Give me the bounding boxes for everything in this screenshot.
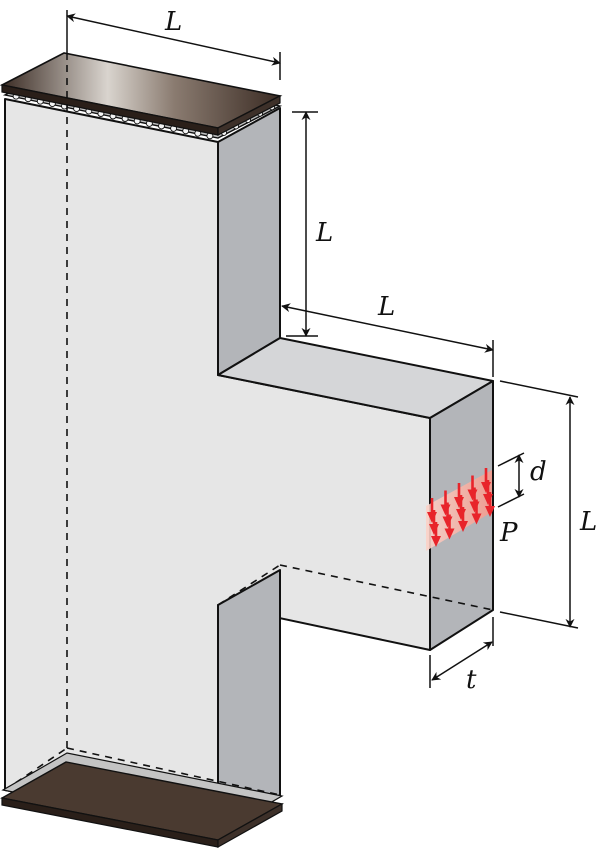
label-arm-length: L [377,292,395,322]
dim-t-line [431,641,493,681]
load-arrows-icon [427,468,495,547]
load-arrow-head [458,521,468,532]
upper-column-side-face [217,107,281,376]
distributed-load [426,468,495,551]
top-support [0,52,283,140]
hidden-edge-arm-underside-back [279,564,494,611]
label-load: P [499,518,518,548]
bottom-support [0,752,285,849]
load-arrow-head [444,528,455,540]
bottom-support-plate-side [217,802,283,849]
load-arrow-head [485,506,495,517]
label-plate-width: L [164,7,182,37]
label-upper-height: L [315,218,333,248]
dim-right-ext-top [499,380,579,398]
dim-arm-line [281,303,494,353]
load-arrow-head [431,536,441,547]
top-support-plate-side [217,95,281,136]
dim-top-line [66,13,281,66]
hidden-edges [4,65,494,796]
t-body [4,65,494,833]
dim-d-ext-top [497,452,525,467]
label-load-width: d [530,457,547,487]
hidden-edge-bottom-back [66,747,281,796]
dimensions [66,10,579,688]
label-arm-height: L [579,507,597,537]
dim-right-ext-bottom [499,611,579,629]
load-arrow-head [471,513,482,525]
dim-d-ext-bottom [497,493,525,508]
label-thickness: t [466,665,477,695]
